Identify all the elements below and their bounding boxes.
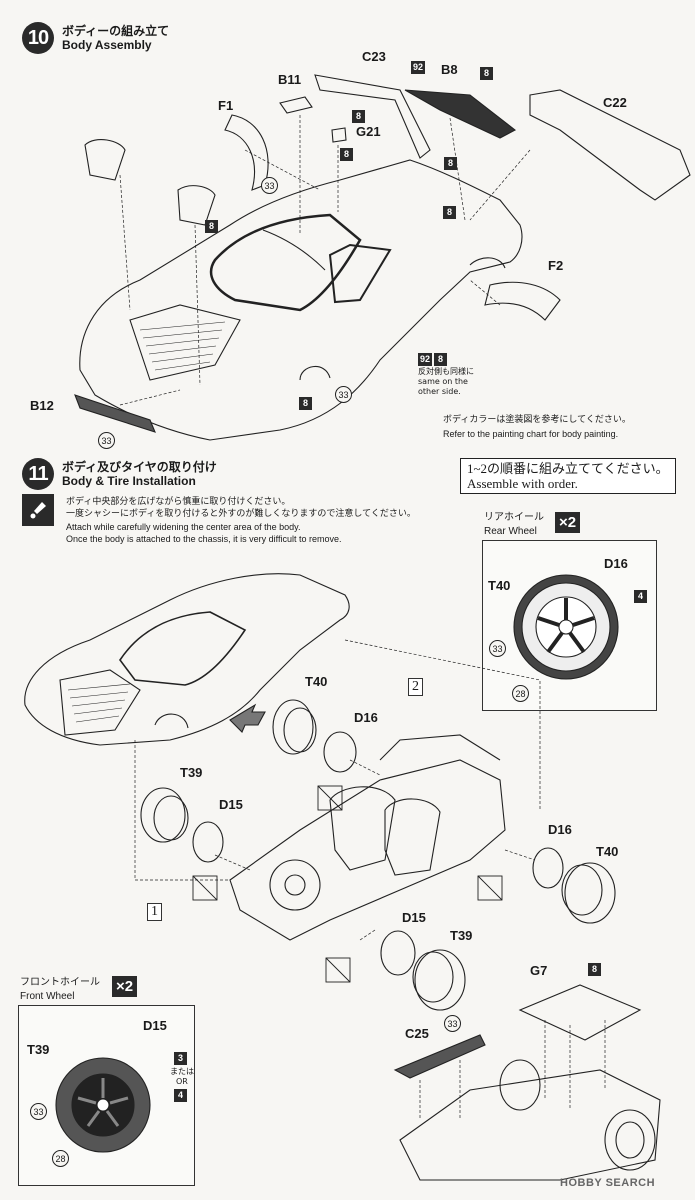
paint-code-33: 33 (30, 1103, 47, 1120)
assembly-order-jp: 1~2の順番に組み立ててください。 (467, 461, 669, 476)
part-label-c25: C25 (405, 1026, 429, 1041)
paint-code-8: 8 (299, 397, 312, 410)
part-label-t39: T39 (450, 928, 473, 943)
paint-note-jp: ボディカラーは塗装図を参考にしてください。 (443, 415, 631, 425)
other-side-note-en-2: other side. (418, 387, 461, 396)
paint-code-8: 8 (205, 220, 218, 233)
or-jp: または (170, 1067, 194, 1076)
caution-jp-2: 一度シャシーにボディを取り付けると外すのが難しくなりますので注意してください。 (66, 509, 416, 519)
paint-code-28: 28 (52, 1150, 69, 1167)
part-label-c22: C22 (603, 95, 627, 110)
rear-label-d16: D16 (604, 556, 628, 571)
paint-code-33: 33 (98, 432, 115, 449)
part-label-b8: B8 (441, 62, 458, 77)
paint-code-33: 33 (335, 386, 352, 403)
paint-code-3: 3 (174, 1052, 187, 1065)
step-number-badge: 10 (22, 22, 54, 54)
paint-code-8: 8 (340, 148, 353, 161)
paint-code-8: 8 (352, 110, 365, 123)
step-number-badge: 11 (22, 458, 54, 490)
sequence-number: 2 (408, 678, 423, 696)
front-label-t39: T39 (27, 1042, 50, 1057)
step-title-jp: ボディーの組み立て (62, 24, 170, 38)
paint-note-en: Refer to the painting chart for body pai… (443, 429, 619, 439)
paint-code-8: 8 (444, 157, 457, 170)
part-label-g21: G21 (356, 124, 381, 139)
part-label-d16: D16 (548, 822, 572, 837)
watermark-logo: HOBBY SEARCH (560, 1177, 656, 1189)
paint-code-8: 8 (588, 963, 601, 976)
rear-label-t40: T40 (488, 578, 511, 593)
step-title-jp: ボディ及びタイヤの取り付け (62, 460, 217, 474)
assembly-order-en: Assemble with order. (467, 476, 578, 491)
paint-code-8: 8 (434, 353, 447, 366)
front-wheel-label-jp: フロントホイール (20, 977, 100, 988)
front-label-d15: D15 (143, 1018, 167, 1033)
step-title-en: Body Assembly (62, 38, 152, 52)
assembly-order-box: 1~2の順番に組み立ててください。 Assemble with order. (460, 458, 676, 494)
sequence-number: 1 (147, 903, 162, 921)
paint-code-92: 92 (411, 61, 426, 74)
part-label-d15: D15 (402, 910, 426, 925)
part-label-t40: T40 (305, 674, 328, 689)
paint-code-28: 28 (512, 685, 529, 702)
caution-en-2: Once the body is attached to the chassis… (66, 534, 342, 544)
paint-code-4: 4 (174, 1089, 187, 1102)
part-label-d16: D16 (354, 710, 378, 725)
part-label-b11: B11 (278, 72, 302, 87)
part-label-b12: B12 (30, 398, 54, 413)
rear-wheel-multiplier: ×2 (555, 512, 581, 533)
or-en: OR (176, 1077, 188, 1086)
part-label-c23: C23 (362, 49, 386, 64)
paint-code-92: 92 (418, 353, 433, 366)
paint-code-4: 4 (634, 590, 647, 603)
paint-code-33: 33 (489, 640, 506, 657)
caution-brush-icon (22, 494, 54, 526)
front-wheel-multiplier: ×2 (112, 976, 138, 997)
other-side-note-jp: 反対側も同様に (418, 367, 474, 376)
paint-code-33: 33 (444, 1015, 461, 1032)
part-label-d15: D15 (219, 797, 243, 812)
step-title-en: Body & Tire Installation (62, 474, 196, 488)
paint-code-8: 8 (480, 67, 493, 80)
other-side-note-en-1: same on the (418, 377, 468, 386)
part-label-t40: T40 (596, 844, 619, 859)
part-label-g7: G7 (530, 963, 548, 978)
caution-en-1: Attach while carefully widening the cent… (66, 522, 301, 532)
front-wheel-label-en: Front Wheel (20, 991, 75, 1002)
rear-wheel-label-en: Rear Wheel (484, 526, 537, 537)
caution-jp-1: ボディ中央部分を広げながら慎重に取り付けください。 (66, 497, 291, 507)
part-label-f1: F1 (218, 98, 234, 113)
paint-code-8: 8 (443, 206, 456, 219)
part-label-t39: T39 (180, 765, 203, 780)
rear-wheel-label-jp: リアホイール (484, 512, 544, 523)
part-label-f2: F2 (548, 258, 564, 273)
paint-code-33: 33 (261, 177, 278, 194)
